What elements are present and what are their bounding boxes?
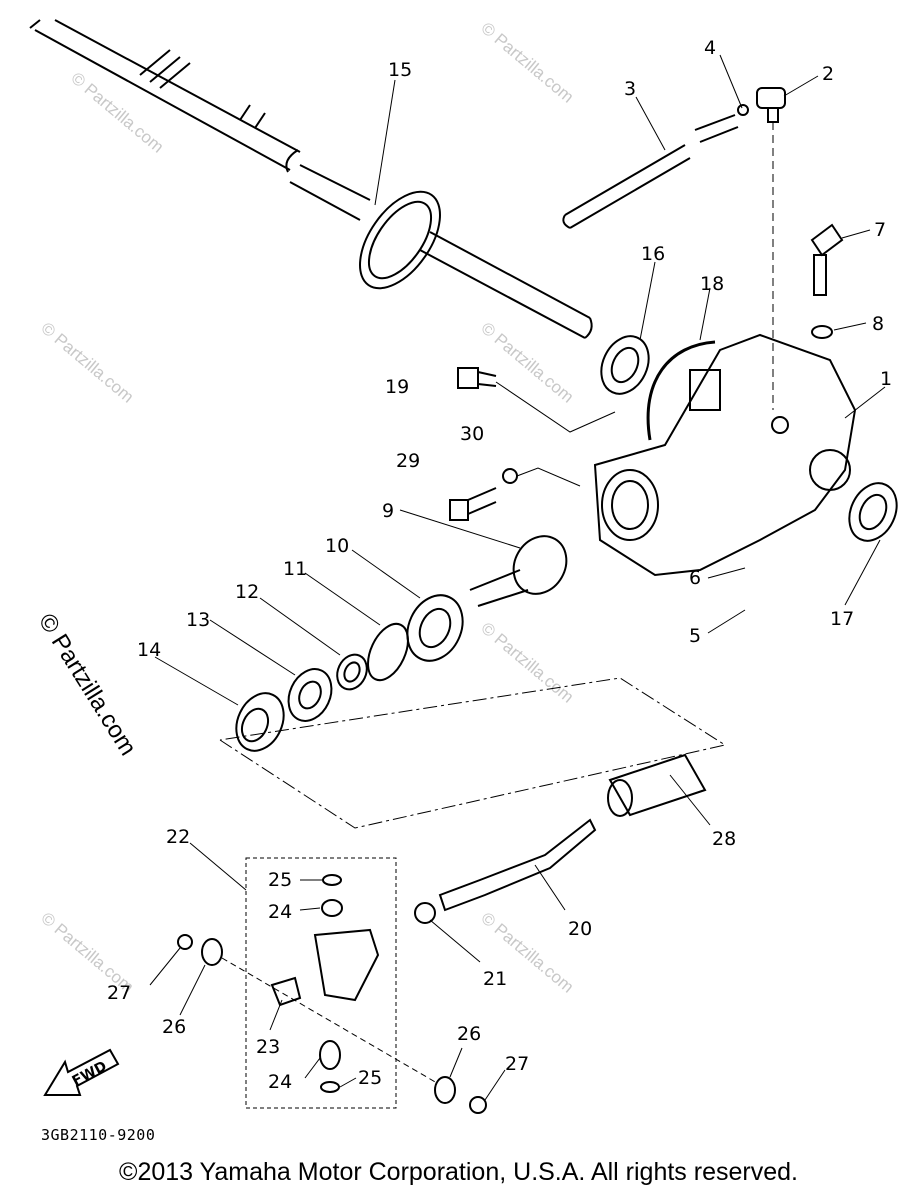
leader-line [221,957,438,1084]
callout-24: 24 [268,1071,292,1093]
part-3-hose [562,114,739,229]
callout-10: 10 [325,535,349,557]
copyright-notice: ©2013 Yamaha Motor Corporation, U.S.A. A… [119,1158,798,1186]
part-14-nut [235,692,285,752]
part-8-o-ring [811,325,833,339]
callout-23: 23 [256,1036,280,1058]
callout-12: 12 [235,581,259,603]
callout-27: 27 [107,982,131,1004]
callout-26: 26 [162,1016,186,1038]
callout-22: 22 [166,826,190,848]
callout-24: 24 [268,901,292,923]
watermark-vertical: © Partzilla.com [33,609,142,760]
callout-11: 11 [283,558,307,580]
callout-25: 25 [358,1067,382,1089]
callout-5: 5 [689,625,701,647]
callout-16: 16 [641,243,665,265]
callout-2: 2 [822,63,834,85]
watermark: © Partzilla.com [477,619,577,707]
part-1-housing [593,333,857,577]
callout-4: 4 [704,37,716,59]
part-15-shaft [29,19,593,339]
part-16-seal [600,335,650,395]
callout-1: 1 [880,368,892,390]
callout-29: 29 [396,450,420,472]
callout-27: 27 [505,1053,529,1075]
part-17-seal [848,482,898,542]
callout-26: 26 [457,1023,481,1045]
part-12-seal [336,653,368,691]
watermark: © Partzilla.com [37,319,137,407]
callout-13: 13 [186,609,210,631]
part-22-group-box [245,857,397,1109]
part-21-circlip [414,902,436,924]
fwd-arrow-icon: FWD [43,1048,120,1096]
callout-leaders [149,54,886,1101]
callout-7: 7 [874,219,886,241]
watermarks: © Partzilla.com © Partzilla.com © Partzi… [33,19,577,997]
part-18-o-ring [646,340,716,441]
part-30-washer [502,468,518,484]
leader-lines [495,381,616,487]
callout-6: 6 [689,567,701,589]
part-22-joint [270,874,380,1093]
callout-18: 18 [700,273,724,295]
part-7-plug [810,223,844,296]
callout-labels: 1 2 3 4 5 6 7 8 9 10 11 12 13 14 15 16 1… [107,37,892,1093]
callout-30: 30 [460,423,484,445]
watermark: © Partzilla.com [477,19,577,107]
callout-9: 9 [382,500,394,522]
part-29-bolt [449,487,497,521]
part-20-drive-shaft [438,818,597,912]
watermark: © Partzilla.com [67,69,167,157]
fwd-label: FWD [70,1058,110,1089]
part-11-o-ring [367,622,409,682]
part-28-coupling [607,753,707,817]
callout-3: 3 [624,78,636,100]
part-26-cup [201,938,456,1104]
callout-8: 8 [872,313,884,335]
part-19-bolt [457,367,497,389]
callout-15: 15 [388,59,412,81]
part-27-washer [177,934,487,1114]
assembly-bracket [219,677,727,829]
part-2-fitting [737,87,786,123]
part-9-pinion [469,535,568,607]
callout-28: 28 [712,828,736,850]
callout-17: 17 [830,608,854,630]
callout-14: 14 [137,639,161,661]
part-10-bearing [406,594,464,662]
callout-21: 21 [483,968,507,990]
diagram-code: 3GB2110-9200 [41,1126,156,1144]
callout-19: 19 [385,376,409,398]
watermark: © Partzilla.com [477,319,577,407]
callout-20: 20 [568,918,592,940]
part-13-bearing [287,668,333,722]
callout-25: 25 [268,869,292,891]
